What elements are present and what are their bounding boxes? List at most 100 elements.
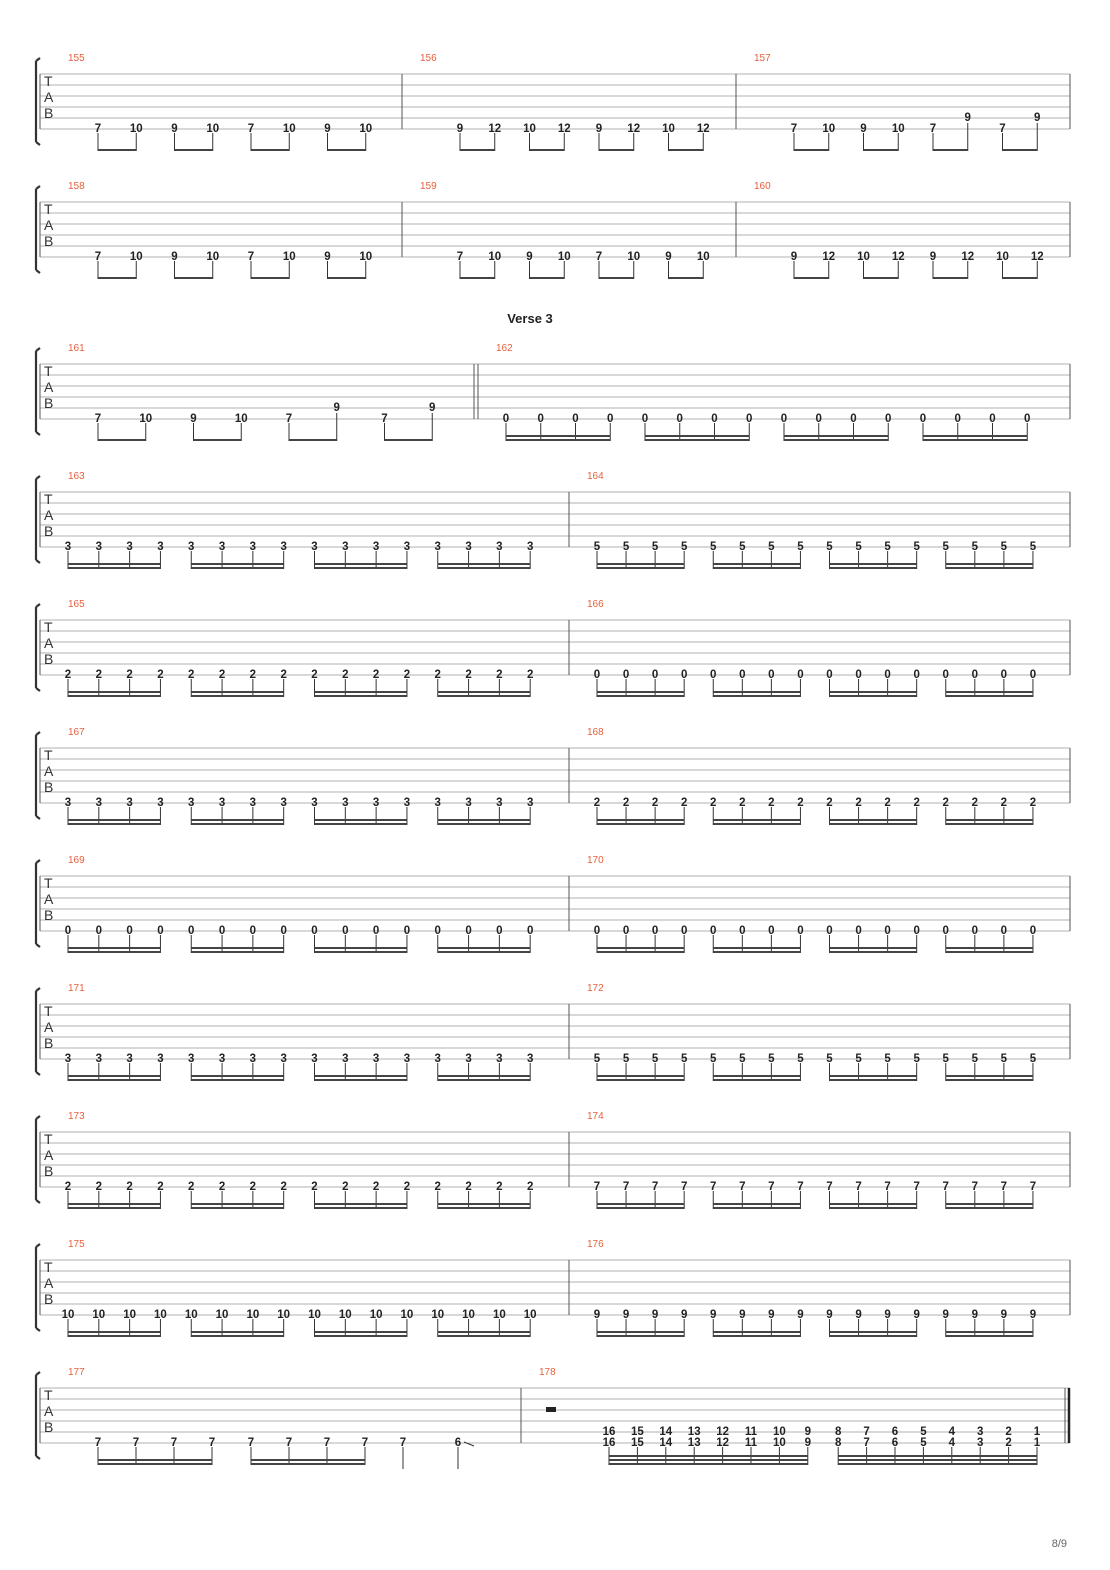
beam [437, 567, 531, 569]
beam [597, 563, 685, 565]
fret-number: 9 [805, 1437, 811, 1449]
fret-number: 10 [308, 1309, 321, 1321]
fret-number: 12 [488, 123, 501, 135]
fret-number: 7 [681, 1181, 687, 1193]
fret-number: 9 [972, 1309, 978, 1321]
fret-number: 10 [277, 1309, 290, 1321]
fret-number: 5 [1030, 1053, 1037, 1065]
fret-number: 2 [311, 1181, 317, 1193]
beam [599, 277, 634, 279]
beam [174, 277, 213, 279]
measure-number: 163 [68, 471, 85, 482]
beam [251, 149, 290, 151]
beam [251, 1459, 365, 1461]
fret-number: 10 [339, 1309, 352, 1321]
beam [327, 277, 366, 279]
fret-number: 3 [373, 1053, 379, 1065]
fret-number: 9 [855, 1309, 861, 1321]
fret-number: 9 [965, 112, 971, 124]
tab-clef-letter: B [44, 395, 53, 411]
beam [945, 1075, 1033, 1077]
fret-number: 3 [496, 797, 502, 809]
fret-number: 2 [623, 797, 629, 809]
fret-number: 7 [133, 1437, 139, 1449]
fret-number: 5 [1001, 1053, 1008, 1065]
fret-number: 0 [623, 669, 629, 681]
fret-number: 5 [710, 1053, 717, 1065]
fret-number: 7 [457, 251, 463, 263]
fret-number: 0 [435, 925, 441, 937]
system-bracket [34, 185, 41, 274]
fret-number: 3 [126, 1053, 132, 1065]
fret-number: 15 [631, 1426, 644, 1438]
fret-number: 3 [342, 541, 348, 553]
beam [529, 149, 565, 151]
fret-number: 0 [855, 925, 861, 937]
system-bracket [34, 731, 41, 820]
beam [437, 1079, 531, 1081]
measure-number: 169 [68, 855, 85, 866]
fret-number: 3 [219, 797, 225, 809]
fret-number: 3 [65, 1053, 71, 1065]
beam [713, 563, 801, 565]
beam [68, 823, 161, 825]
fret-number: 2 [188, 1181, 194, 1193]
fret-number: 5 [681, 1053, 688, 1065]
beam [314, 1079, 407, 1081]
fret-number: 10 [773, 1426, 786, 1438]
fret-number: 5 [920, 1426, 927, 1438]
fret-number: 9 [596, 123, 602, 135]
beam [597, 1335, 685, 1337]
fret-number: 9 [791, 251, 797, 263]
beam [68, 951, 161, 953]
fret-number: 3 [496, 1053, 502, 1065]
fret-number: 10 [359, 123, 372, 135]
fret-number: 0 [188, 925, 194, 937]
beam [68, 1331, 161, 1333]
fret-number: 10 [283, 123, 296, 135]
fret-number: 3 [65, 541, 71, 553]
fret-number: 2 [373, 669, 379, 681]
fret-number: 6 [892, 1426, 898, 1438]
beam [98, 277, 137, 279]
beam [68, 563, 161, 565]
beam [68, 695, 161, 697]
beam [314, 1331, 407, 1333]
fret-number: 10 [216, 1309, 229, 1321]
system-bracket [34, 347, 41, 436]
beam [529, 277, 565, 279]
fret-number: 2 [96, 1181, 102, 1193]
beam [829, 1331, 917, 1333]
beam [437, 947, 531, 949]
fret-number: 0 [623, 925, 629, 937]
system-bracket [34, 603, 41, 692]
fret-number: 10 [359, 251, 372, 263]
beam [713, 1075, 801, 1077]
fret-number: 7 [1001, 1181, 1007, 1193]
fret-number: 3 [126, 797, 132, 809]
fret-number: 7 [362, 1437, 368, 1449]
fret-number: 0 [797, 669, 803, 681]
fret-number: 2 [1005, 1437, 1011, 1449]
beam [437, 563, 531, 565]
tab-clef-letter: T [44, 1003, 53, 1019]
fret-number: 10 [822, 123, 835, 135]
fret-number: 7 [596, 251, 602, 263]
beam [923, 439, 1028, 441]
fret-number: 2 [65, 1181, 71, 1193]
fret-number: 2 [527, 669, 533, 681]
beam [794, 277, 829, 279]
fret-number: 0 [652, 669, 658, 681]
fret-number: 0 [96, 925, 102, 937]
beam [597, 567, 685, 569]
beam [251, 1463, 365, 1465]
fret-number: 0 [373, 925, 379, 937]
fret-number: 3 [280, 541, 286, 553]
fret-number: 5 [884, 1053, 891, 1065]
fret-number: 15 [631, 1437, 644, 1449]
fret-number: 9 [652, 1309, 658, 1321]
fret-number: 3 [527, 1053, 533, 1065]
measure-number: 175 [68, 1239, 85, 1250]
fret-number: 9 [943, 1309, 949, 1321]
fret-number: 9 [429, 402, 435, 414]
